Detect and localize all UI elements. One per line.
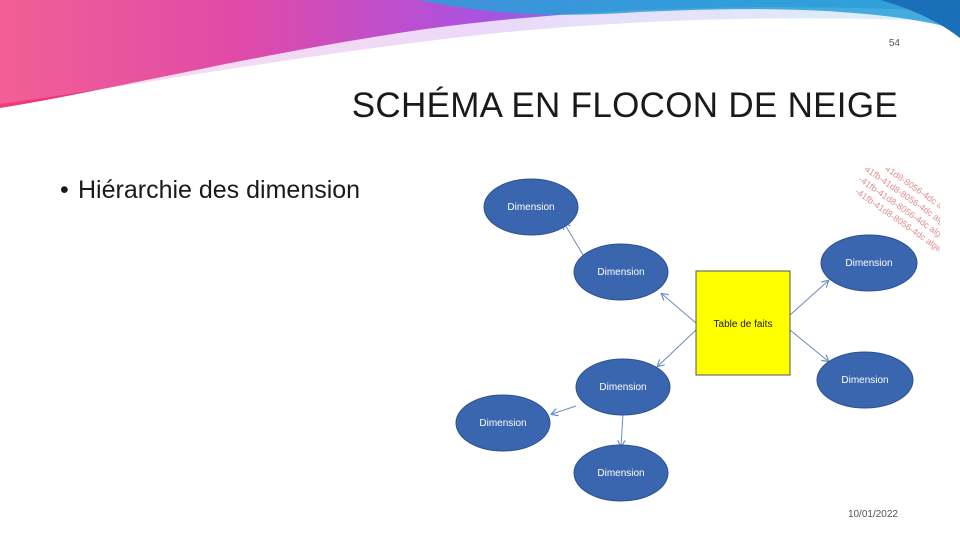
- connector-arrow: [662, 294, 697, 324]
- dimension-node: Dimension: [573, 243, 669, 301]
- connector-arrow: [621, 413, 623, 446]
- snowflake-diagram: -41fb-41d8-8056-4dc algeria ·6d13· edu -…: [455, 168, 940, 502]
- bullet-item: • Hiérarchie des dimension: [60, 176, 360, 205]
- dimension-node: Dimension: [573, 444, 669, 502]
- bullet-list: • Hiérarchie des dimension: [60, 176, 360, 205]
- fact-table: Table de faits: [695, 270, 791, 376]
- connector-arrow: [789, 329, 828, 361]
- fact-table-label: Table de faits: [714, 319, 773, 330]
- dimension-node: Dimension: [455, 394, 551, 452]
- dimension-node: Dimension: [820, 234, 918, 292]
- connector-arrow: [552, 405, 577, 414]
- slide-date: 10/01/2022: [847, 509, 898, 520]
- dimension-node: Dimension: [575, 358, 671, 416]
- dimension-label: Dimension: [841, 375, 888, 386]
- bullet-text: Hiérarchie des dimension: [78, 176, 361, 204]
- connector-arrow: [564, 223, 587, 261]
- dimension-label: Dimension: [599, 382, 646, 393]
- slide-title: SCHÉMA EN FLOCON DE NEIGE: [351, 86, 898, 125]
- slide-number: 54: [888, 38, 900, 49]
- dimension-label: Dimension: [597, 468, 644, 479]
- dimension-label: Dimension: [507, 202, 554, 213]
- dimension-label: Dimension: [479, 418, 526, 429]
- dimension-node: Dimension: [483, 178, 579, 236]
- dimension-label: Dimension: [597, 267, 644, 278]
- connectors: [552, 223, 828, 446]
- header-swoosh: [0, 0, 960, 108]
- connector-arrow: [789, 281, 828, 316]
- dimension-node: Dimension: [816, 351, 914, 409]
- connector-arrow: [658, 329, 697, 366]
- dimension-label: Dimension: [845, 258, 892, 269]
- bullet-dot: •: [60, 176, 69, 204]
